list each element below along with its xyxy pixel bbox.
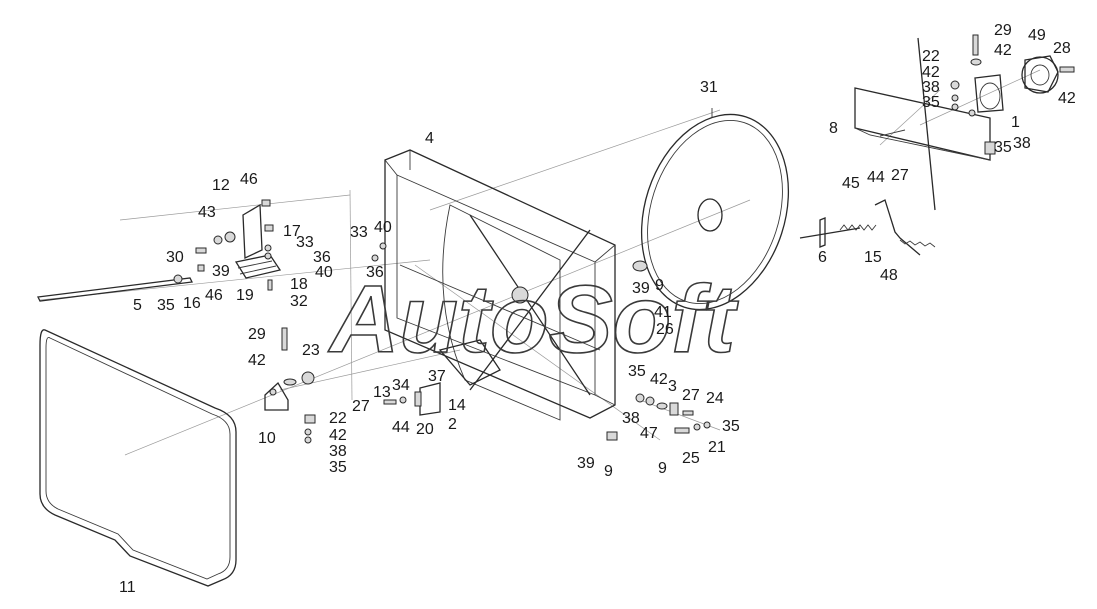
callout-label: 35 [722,418,740,435]
callout-label: 22 [922,48,940,65]
callout-label: 16 [183,295,201,312]
callout-label: 44 [867,169,885,186]
callout-labels: 29 49 28 42 22 42 38 35 42 1 38 35 31 8 … [119,22,1076,596]
callout-label: 43 [198,204,216,221]
callout-label: 38 [622,410,640,427]
callout-label: 40 [315,264,333,281]
disc-part-31 [640,108,790,311]
callout-label: 11 [119,579,136,596]
callout-label: 22 [329,410,347,427]
callout-label: 41 [654,304,672,321]
shaft-part-6 [799,217,861,248]
callout-label: 3 [668,378,677,395]
callout-label: 42 [329,427,347,444]
watermark-text: AutoSoft [328,266,739,373]
callout-label: 42 [650,371,668,388]
callout-label: 37 [428,368,446,385]
callout-label: 18 [290,276,308,293]
callout-label: 25 [682,450,700,467]
callout-label: 47 [640,425,658,442]
plate-part-19 [234,254,282,279]
callout-label: 14 [448,397,466,414]
crank-part-15 [874,199,921,256]
callout-label: 33 [296,234,314,251]
callout-label: 35 [628,363,646,380]
callout-label: 4 [425,130,434,147]
bracket-part-14 [414,382,441,416]
callout-label: 20 [416,421,434,438]
callout-label: 27 [682,387,700,404]
callout-label: 9 [604,463,613,480]
callout-label: 38 [1013,135,1031,152]
callout-label: 13 [373,384,391,401]
bracket-part-12 [213,203,263,260]
callout-label: 26 [656,321,674,338]
construction-lines [39,69,1041,456]
callout-label: 31 [700,79,718,96]
callout-label: 35 [329,459,347,476]
callout-label: 6 [818,249,827,266]
hardware-top-right [950,34,1075,155]
callout-label: 8 [829,120,838,137]
springs-part-45 [839,224,877,231]
gasket-part-11 [39,329,237,587]
callout-label: 48 [880,267,898,284]
callout-label: 44 [392,419,410,436]
callout-label: 28 [1053,40,1071,57]
callout-label: 2 [448,416,457,433]
callout-label: 49 [1028,27,1046,44]
callout-label: 38 [329,443,347,460]
callout-label: 15 [864,249,882,266]
callout-label: 45 [842,175,860,192]
callout-label: 42 [994,42,1012,59]
callout-label: 39 [577,455,595,472]
callout-label: 27 [891,167,909,184]
callout-label: 42 [922,64,940,81]
callout-label: 9 [655,277,664,294]
small-hardware-left [195,199,387,291]
callout-label: 21 [708,439,726,456]
callout-label: 36 [313,249,331,266]
bearing-housing-part-1 [974,74,1004,113]
callout-label: 5 [133,297,142,314]
callout-label: 1 [1011,114,1020,131]
callout-label: 46 [240,171,258,188]
callout-label: 40 [374,219,392,236]
callout-label: 35 [994,139,1012,156]
callout-label: 10 [258,430,276,447]
callout-label: 27 [352,398,370,415]
callout-label: 24 [706,390,724,407]
callout-label: 46 [205,287,223,304]
callout-label: 17 [283,223,301,240]
callout-label: 36 [366,264,384,281]
callout-label: 39 [212,263,230,280]
hardware-lower-right [304,260,711,444]
callout-label: 34 [392,377,410,394]
callout-label: 42 [248,352,266,369]
callout-label: 35 [922,94,940,111]
callout-label: 42 [1058,90,1076,107]
callout-label: 19 [236,287,254,304]
callout-label: 32 [290,293,308,310]
callout-label: 29 [248,326,266,343]
rod-part-5 [37,264,205,302]
support-part-10 [264,327,315,411]
callout-label: 23 [302,342,320,359]
callout-label: 9 [658,460,667,477]
callout-label: 39 [632,280,650,297]
spring-part-48 [899,239,936,248]
arm-part-8 [854,37,991,211]
callout-label: 33 [350,224,368,241]
callout-label: 30 [166,249,184,266]
callout-label: 12 [212,177,230,194]
callout-label: 35 [157,297,175,314]
frame-part-4 [384,149,616,421]
callout-label: 29 [994,22,1012,39]
bearing-housing-part-49 [1021,55,1059,94]
callout-label: 38 [922,79,940,96]
